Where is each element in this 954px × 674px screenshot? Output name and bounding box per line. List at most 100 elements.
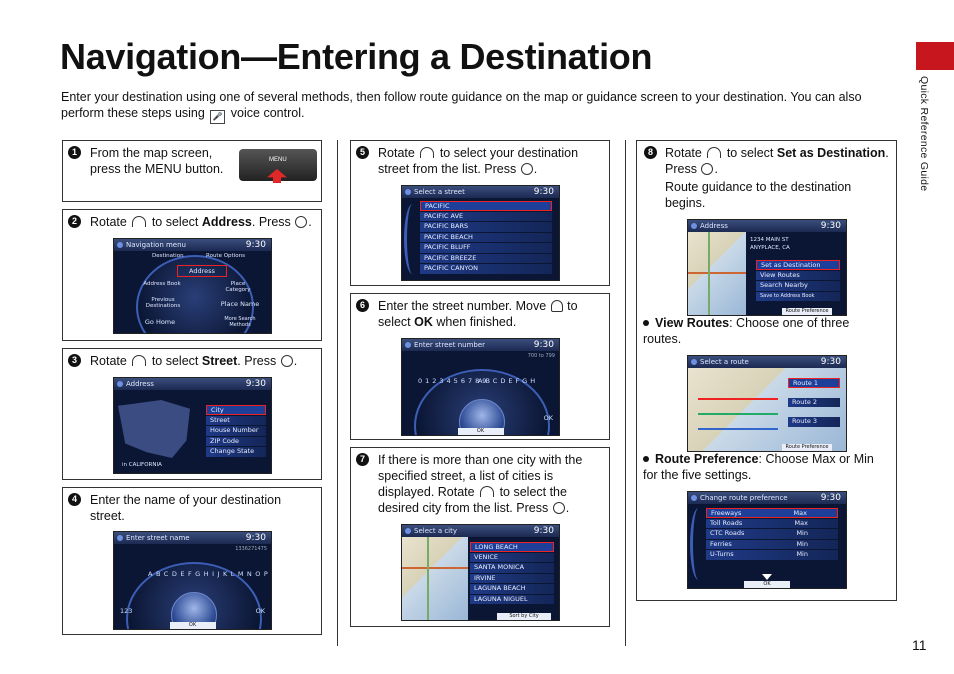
list-item: House Number (206, 426, 266, 436)
sort-bar: Sort by City (497, 613, 551, 620)
scroll-down-icon (762, 574, 772, 580)
screen-header: Enter street name (114, 532, 271, 544)
home-icon (405, 189, 411, 195)
state-label: in CALIFORNIA (122, 462, 162, 468)
step-number: 7 (356, 453, 369, 466)
list-item: City (206, 405, 266, 415)
screen-address-confirm: Address 9:30 1234 MAIN ST ANYPLACE, CA S… (687, 219, 847, 316)
bullet-route-preference: Route Preference: Choose Max or Min for … (643, 451, 888, 483)
list-item: PACIFIC BARS (420, 222, 552, 232)
menu-item-more-search: More Search Methods (224, 316, 256, 328)
step-text-bold: OK (414, 315, 433, 329)
list-item: Route 2 (788, 397, 840, 407)
list-item: PACIFIC (420, 201, 552, 211)
step-7-box: 7 If there is more than one city with th… (350, 447, 610, 627)
clock: 9:30 (245, 379, 266, 389)
step-text-bold: Street (201, 354, 238, 368)
home-icon (405, 342, 411, 348)
address-line-2: ANYPLACE, CA (750, 245, 790, 251)
step-text-part: Enter the street number. Move (378, 299, 547, 313)
step-text-part: . Press (665, 146, 889, 176)
route-pref-bar: Route Preference (782, 308, 832, 315)
intro-text: Enter your destination using one of seve… (61, 89, 891, 124)
list-item: Route 3 (788, 417, 840, 427)
screen-header: Change route preference (688, 492, 846, 504)
step-text-part: to select (151, 354, 199, 368)
letter-keys: ABCDEFGHIJKLMNOP (148, 570, 272, 578)
screen-header: Address (114, 378, 271, 390)
list-item: View Routes (756, 270, 840, 280)
interface-dial-move-icon (550, 300, 563, 312)
step-number: 8 (644, 146, 657, 159)
pref-label: U-Turns (710, 550, 734, 558)
pref-label: CTC Roads (710, 529, 745, 537)
side-tab-label: Quick Reference Guide (918, 76, 930, 192)
step-text-part: to select your destination street from t… (378, 146, 579, 176)
bullet-text: : Choose Max or Min for the five setting… (643, 452, 874, 482)
step-7-text: If there is more than one city with the … (378, 453, 583, 515)
list-item: LONG BEACH (470, 542, 554, 552)
step-1-box: 1 From the map screen, press the MENU bu… (62, 140, 322, 202)
route-list: Route 1 Route 2 Route 3 (788, 378, 840, 428)
screen-select-city: Select a city 9:30 LONG BEACH VENICE SAN… (401, 524, 560, 621)
list-item: Change State (206, 447, 266, 457)
list-arc (690, 508, 707, 580)
map-road (402, 567, 468, 569)
screen-header: Select a route (688, 356, 846, 368)
list-item: LAGUNA NIGUEL (470, 594, 554, 604)
number-range: 700 to 799 (527, 353, 555, 359)
usa-map (118, 400, 190, 458)
pref-value: Min (796, 529, 808, 537)
screen-header: Enter street number (402, 339, 559, 351)
step-6-text: Enter the street number. Move to select … (378, 298, 606, 330)
step-text-part: to select (378, 299, 578, 329)
pref-value: Max (794, 518, 808, 527)
intro-part-1: Enter your destination using one of seve… (61, 90, 862, 120)
screen-title: Address (126, 380, 154, 388)
screen-enter-street-number: Enter street number 9:30 700 to 799 0123… (401, 338, 560, 436)
page-title: Navigation—Entering a Destination (60, 36, 653, 77)
step-text-part: to select (726, 146, 774, 160)
voice-control-icon: 🎤 (210, 110, 226, 124)
menu-button-label: MENU (269, 157, 287, 163)
address-option-list: City Street House Number ZIP Code Change… (206, 405, 266, 458)
step-text-part: . Press (237, 354, 277, 368)
map-road (708, 232, 710, 315)
step-3-box: 3 Rotate to select Street. Press . Addre… (62, 348, 322, 480)
pref-label: Toll Roads (710, 518, 743, 527)
menu-item-previous-destinations: Previous Destinations (145, 297, 181, 309)
destination-map (688, 232, 746, 315)
interface-dial-press-icon (520, 163, 533, 175)
interface-dial-rotate-icon (480, 486, 495, 497)
home-icon (117, 535, 123, 541)
list-item: PACIFIC BEACH (420, 232, 552, 242)
step-5-text: Rotate to select your destination street… (378, 146, 579, 176)
step-text-part: Rotate (90, 354, 127, 368)
city-map (402, 537, 468, 620)
list-item: SANTA MONICA (470, 563, 554, 573)
numeric-key: 123 (120, 607, 133, 615)
pref-row-toll-roads: Toll Roads Max (706, 518, 838, 528)
tab-destination: Destination (152, 253, 184, 259)
screen-navigation-menu: Navigation menu 9:30 Destination Route O… (113, 238, 272, 334)
city-list: LONG BEACH VENICE SANTA MONICA IRVINE LA… (470, 542, 554, 605)
list-item: Save to Address Book (756, 291, 840, 301)
map-road (698, 428, 778, 430)
map-road (698, 413, 778, 415)
bullet-dot (643, 456, 649, 462)
bullet-view-routes: View Routes: Choose one of three routes. (643, 315, 888, 347)
list-item: PACIFIC BLUFF (420, 243, 552, 253)
intro-part-2: voice control. (230, 106, 305, 120)
interface-dial-rotate-icon (707, 147, 722, 158)
step-4-box: 4 Enter the name of your destination str… (62, 487, 322, 635)
step-text-bold: Set as Destination (776, 146, 886, 160)
step-number: 4 (68, 493, 81, 506)
letter-keys: ABCDEFGH (478, 377, 539, 385)
clock: 9:30 (533, 526, 554, 536)
pref-row-ctc-roads: CTC Roads Min (706, 529, 838, 539)
step-number: 5 (356, 146, 369, 159)
list-item: Route 1 (788, 378, 840, 388)
destination-option-list: Set as Destination View Routes Search Ne… (756, 260, 840, 302)
list-item: Street (206, 415, 266, 425)
